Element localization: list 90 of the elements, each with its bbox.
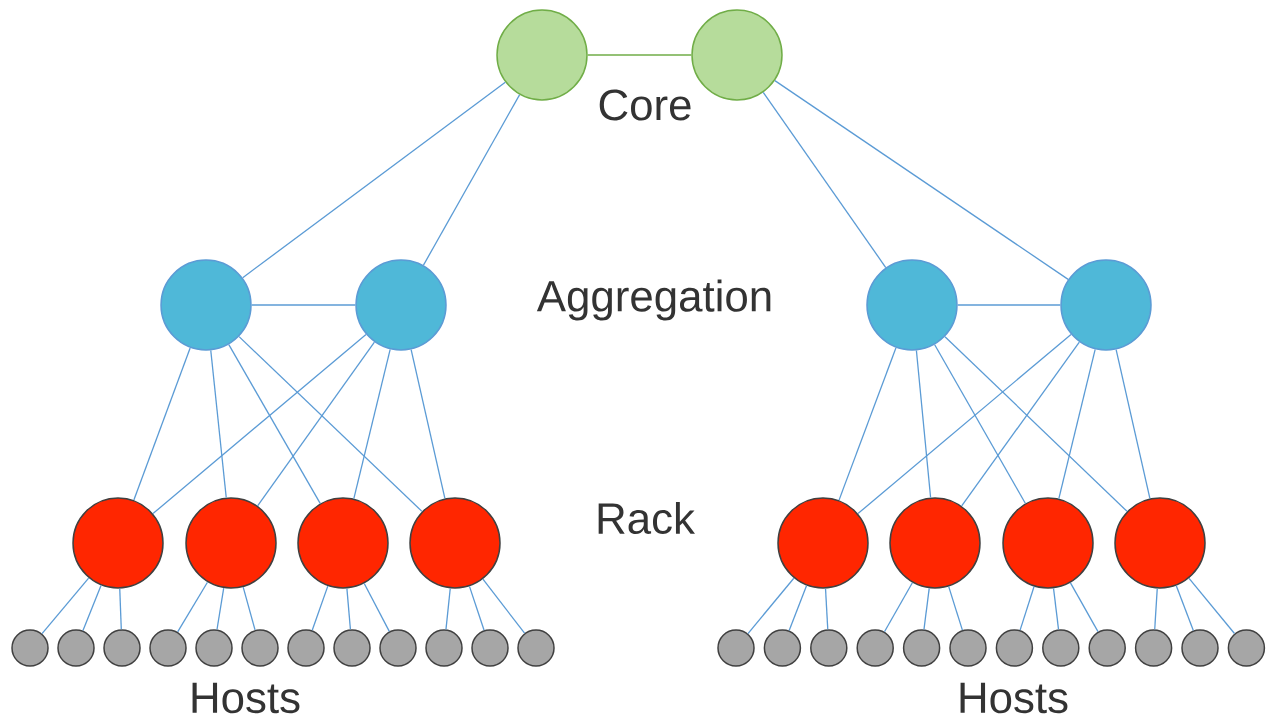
host-circle [333,629,371,667]
link-line [747,577,795,635]
host-circle [287,629,325,667]
host-circle [425,629,463,667]
link-line [82,584,102,632]
rack-switch-circle [1002,497,1094,589]
host-circle [810,629,848,667]
link-line [482,578,526,634]
link-line [256,341,376,507]
link-line [762,91,887,269]
rack-switch-circle [1114,497,1206,589]
link-line [41,577,90,635]
link-line [133,347,191,501]
link-line [363,582,390,633]
host-circle [241,629,279,667]
host-circle [717,629,755,667]
core-switch-circle [496,9,588,101]
host-circle [149,629,187,667]
host-circle [1042,629,1080,667]
host-circle [379,629,417,667]
hosts-label: Hosts [192,682,300,714]
link-line [242,81,506,279]
link-line [915,349,932,499]
host-circle [195,629,233,667]
link-line [587,54,692,56]
link-line [152,333,367,515]
link-line [311,585,329,631]
rack-switch-circle [777,497,869,589]
link-line [934,344,1026,504]
link-line [1019,585,1035,631]
link-line [1175,585,1194,632]
rack-switch-circle [409,497,501,589]
link-line [961,341,1080,507]
link-line [1052,587,1060,631]
rack-switch-circle [72,497,164,589]
link-line [857,333,1072,515]
link-line [1058,348,1096,500]
link-line [948,586,964,631]
link-line [1154,588,1158,630]
tier-label: Rack [598,501,695,535]
host-circle [1181,629,1219,667]
link-line [251,304,356,306]
link-line [177,581,209,633]
rack-switch-circle [889,497,981,589]
host-circle [11,629,49,667]
rack-switch-circle [297,497,389,589]
aggregation-switch-circle [355,259,447,351]
host-circle [1088,629,1126,667]
link-line [422,94,521,266]
link-line [824,588,829,630]
link-line [957,304,1061,306]
link-line [788,585,808,632]
host-circle [1134,629,1173,667]
link-line [468,585,485,631]
host-circle [902,629,941,667]
tier-label: Aggregation [536,279,771,321]
hosts-label: Hosts [960,682,1068,714]
link-line [119,588,122,630]
link-line [410,348,446,500]
link-line [1069,582,1099,633]
link-line [923,587,930,631]
host-circle [103,629,141,667]
link-line [838,347,897,501]
link-line [228,344,321,504]
core-switch-circle [691,9,783,101]
link-line [1188,577,1236,635]
link-line [210,349,227,499]
host-circle [471,629,509,667]
link-line [353,348,391,500]
link-line [1115,348,1151,500]
link-line [216,587,225,631]
link-line [242,586,256,631]
host-circle [763,629,802,667]
link-line [346,587,352,630]
host-circle [856,629,894,667]
link-line [238,335,423,513]
link-line [774,80,1069,280]
link-line [944,336,1128,512]
host-circle [949,629,987,667]
host-circle [1227,629,1266,667]
host-circle [57,629,95,667]
link-line [883,582,913,633]
tier-label: Core [599,89,691,121]
host-circle [995,629,1034,667]
link-line [445,587,451,630]
aggregation-switch-circle [1060,259,1152,351]
rack-switch-circle [185,497,277,589]
host-circle [517,629,555,667]
aggregation-switch-circle [866,259,958,351]
aggregation-switch-circle [160,259,252,351]
